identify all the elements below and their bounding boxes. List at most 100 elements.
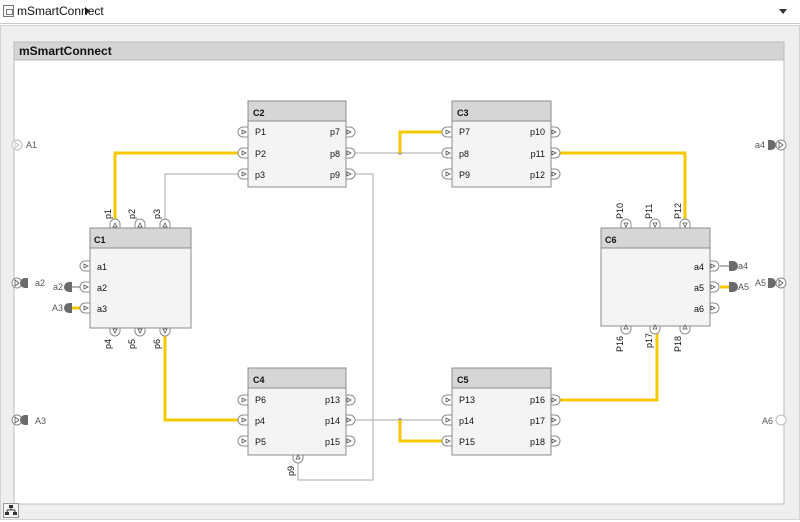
external-ports: A1 a2 A3 a4 A5 A6 bbox=[11, 139, 787, 426]
port-c1-p5[interactable] bbox=[134, 327, 146, 337]
port-c1-p4[interactable] bbox=[109, 327, 121, 337]
port-label: p16 bbox=[530, 395, 545, 405]
port-c5-p15[interactable] bbox=[441, 435, 453, 447]
wire-c5p16-c6p17[interactable] bbox=[560, 333, 659, 402]
port-c6-p17[interactable] bbox=[649, 325, 661, 335]
inner-port-label: A5 bbox=[738, 282, 749, 292]
port-label: p6 bbox=[152, 339, 162, 349]
port-label: p15 bbox=[325, 437, 340, 447]
external-port-label: A6 bbox=[762, 416, 773, 426]
block-c2-label: C2 bbox=[253, 108, 265, 118]
port-c6-p18[interactable] bbox=[679, 325, 691, 335]
port-c4-p4[interactable] bbox=[237, 414, 249, 426]
port-label: P6 bbox=[255, 395, 266, 405]
block-c1[interactable]: C1 a1 a2 a3 p1 p2 p3 p4 p5 p6 bbox=[89, 209, 192, 349]
port-label: p8 bbox=[459, 149, 469, 159]
port-label: a4 bbox=[694, 262, 704, 272]
port-label: p4 bbox=[255, 416, 265, 426]
port-label: p2 bbox=[127, 209, 137, 219]
chevron-down-icon[interactable] bbox=[779, 9, 787, 14]
port-c4-p6[interactable] bbox=[237, 394, 249, 406]
port-label: P2 bbox=[255, 149, 266, 159]
port-label: a5 bbox=[694, 283, 704, 293]
model-hierarchy-icon[interactable] bbox=[3, 503, 19, 518]
port-label: P1 bbox=[255, 127, 266, 137]
block-c5[interactable]: C5 P13 p14 P15 p16 p17 p18 bbox=[451, 367, 552, 456]
port-label: p3 bbox=[255, 170, 265, 180]
inner-port-label: a4 bbox=[738, 261, 748, 271]
port-label: p10 bbox=[530, 127, 545, 137]
wire-c3p7[interactable] bbox=[398, 130, 443, 153]
port-c1-a3[interactable] bbox=[79, 302, 91, 314]
external-port-a1[interactable] bbox=[11, 139, 23, 151]
port-c6-p16[interactable] bbox=[620, 325, 632, 335]
wire-c3p11-c6p12[interactable] bbox=[560, 151, 687, 222]
external-port-a6[interactable] bbox=[775, 414, 787, 426]
block-ports bbox=[79, 126, 720, 464]
external-port-label: A3 bbox=[35, 416, 46, 426]
port-label: P18 bbox=[673, 336, 683, 352]
block-c6[interactable]: C6 a4 a5 a6 P10 P11 P12 P16 p17 P18 bbox=[600, 203, 711, 352]
highlighted-wires bbox=[66, 130, 733, 443]
port-c4-p5[interactable] bbox=[237, 435, 249, 447]
inner-ports: a2 A3 a4 A5 bbox=[52, 261, 749, 313]
port-c6-p11[interactable] bbox=[649, 218, 661, 229]
port-label: p14 bbox=[459, 416, 474, 426]
wire-c1p6-c4p4[interactable] bbox=[163, 333, 240, 422]
port-c1-a2[interactable] bbox=[79, 281, 91, 293]
inner-port-label: a2 bbox=[53, 282, 63, 292]
port-label: P11 bbox=[644, 204, 654, 219]
port-c3-p9[interactable] bbox=[441, 168, 453, 180]
external-port-label: A5 bbox=[755, 278, 766, 288]
block-c2[interactable]: C2 P1 P2 p3 p7 p8 p9 bbox=[247, 100, 347, 188]
port-c1-p6[interactable] bbox=[159, 327, 171, 337]
port-c2-p3[interactable] bbox=[237, 168, 249, 180]
port-c6-p12[interactable] bbox=[679, 218, 691, 229]
port-label: P12 bbox=[673, 203, 683, 219]
inner-port-a4[interactable] bbox=[729, 261, 738, 271]
block-c4[interactable]: C4 P6 p4 P5 p13 p14 p15 p9 bbox=[247, 367, 347, 476]
port-label: p11 bbox=[531, 149, 545, 159]
block-c5-label: C5 bbox=[457, 375, 469, 385]
block-c3[interactable]: C3 P7 p8 P9 p10 p11 p12 bbox=[451, 100, 552, 188]
port-c2-p2[interactable] bbox=[237, 147, 249, 159]
port-label: a6 bbox=[694, 304, 704, 314]
port-label: p13 bbox=[325, 395, 340, 405]
port-c1-a1[interactable] bbox=[79, 260, 91, 272]
port-label: p17 bbox=[644, 333, 654, 348]
port-label: p9 bbox=[330, 170, 340, 180]
hierarchy-icon bbox=[5, 505, 17, 515]
port-label: a1 bbox=[97, 262, 107, 272]
breadcrumb-bar: mSmartConnect bbox=[0, 0, 800, 24]
subsystem-title-bar bbox=[13, 41, 785, 61]
inner-port-a2[interactable] bbox=[64, 282, 72, 292]
subsystem-title: mSmartConnect bbox=[19, 44, 112, 58]
port-label: p7 bbox=[330, 127, 340, 137]
wire-c5p15[interactable] bbox=[398, 420, 443, 443]
port-c2-p1[interactable] bbox=[237, 126, 249, 138]
port-label: p8 bbox=[330, 149, 340, 159]
port-label: p5 bbox=[127, 339, 137, 349]
breadcrumb-arrow-icon[interactable] bbox=[85, 7, 90, 15]
wire-c1p1-c2p2[interactable] bbox=[113, 151, 240, 221]
inner-port-a3[interactable] bbox=[64, 303, 72, 313]
port-label: P15 bbox=[459, 437, 475, 447]
port-c3-p7[interactable] bbox=[441, 126, 453, 138]
wire-c2p9-c4p9[interactable] bbox=[297, 173, 374, 481]
breadcrumb-model-name[interactable]: mSmartConnect bbox=[17, 4, 104, 18]
block-c3-label: C3 bbox=[457, 108, 469, 118]
port-c3-p8[interactable] bbox=[441, 147, 453, 159]
external-port-a4[interactable] bbox=[775, 139, 787, 151]
port-label: P10 bbox=[615, 203, 625, 219]
external-port-label: A1 bbox=[26, 140, 37, 150]
block-c6-label: C6 bbox=[605, 235, 617, 245]
port-label: p4 bbox=[103, 339, 113, 349]
port-c5-p14[interactable] bbox=[441, 414, 453, 426]
port-c5-p13[interactable] bbox=[441, 394, 453, 406]
inner-port-a5[interactable] bbox=[729, 282, 738, 292]
external-port-a5[interactable] bbox=[775, 277, 787, 289]
block-c1-label: C1 bbox=[94, 235, 106, 245]
port-label: P7 bbox=[459, 127, 470, 137]
port-c6-p10[interactable] bbox=[620, 218, 632, 229]
wire-c1p3-c2p3[interactable] bbox=[164, 173, 240, 221]
